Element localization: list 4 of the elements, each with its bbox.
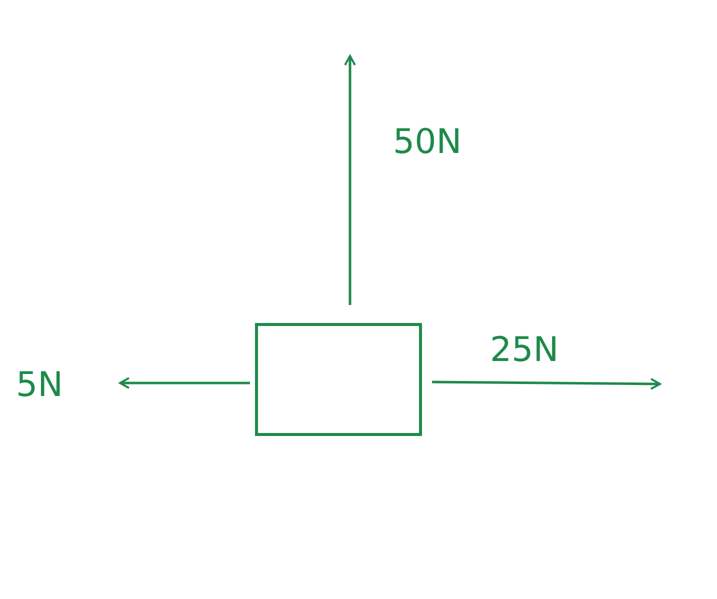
force-label: 50N (393, 125, 462, 159)
block-drawing (255, 323, 422, 436)
force-label: 5N (16, 368, 64, 402)
force-label: 25N (490, 333, 559, 367)
